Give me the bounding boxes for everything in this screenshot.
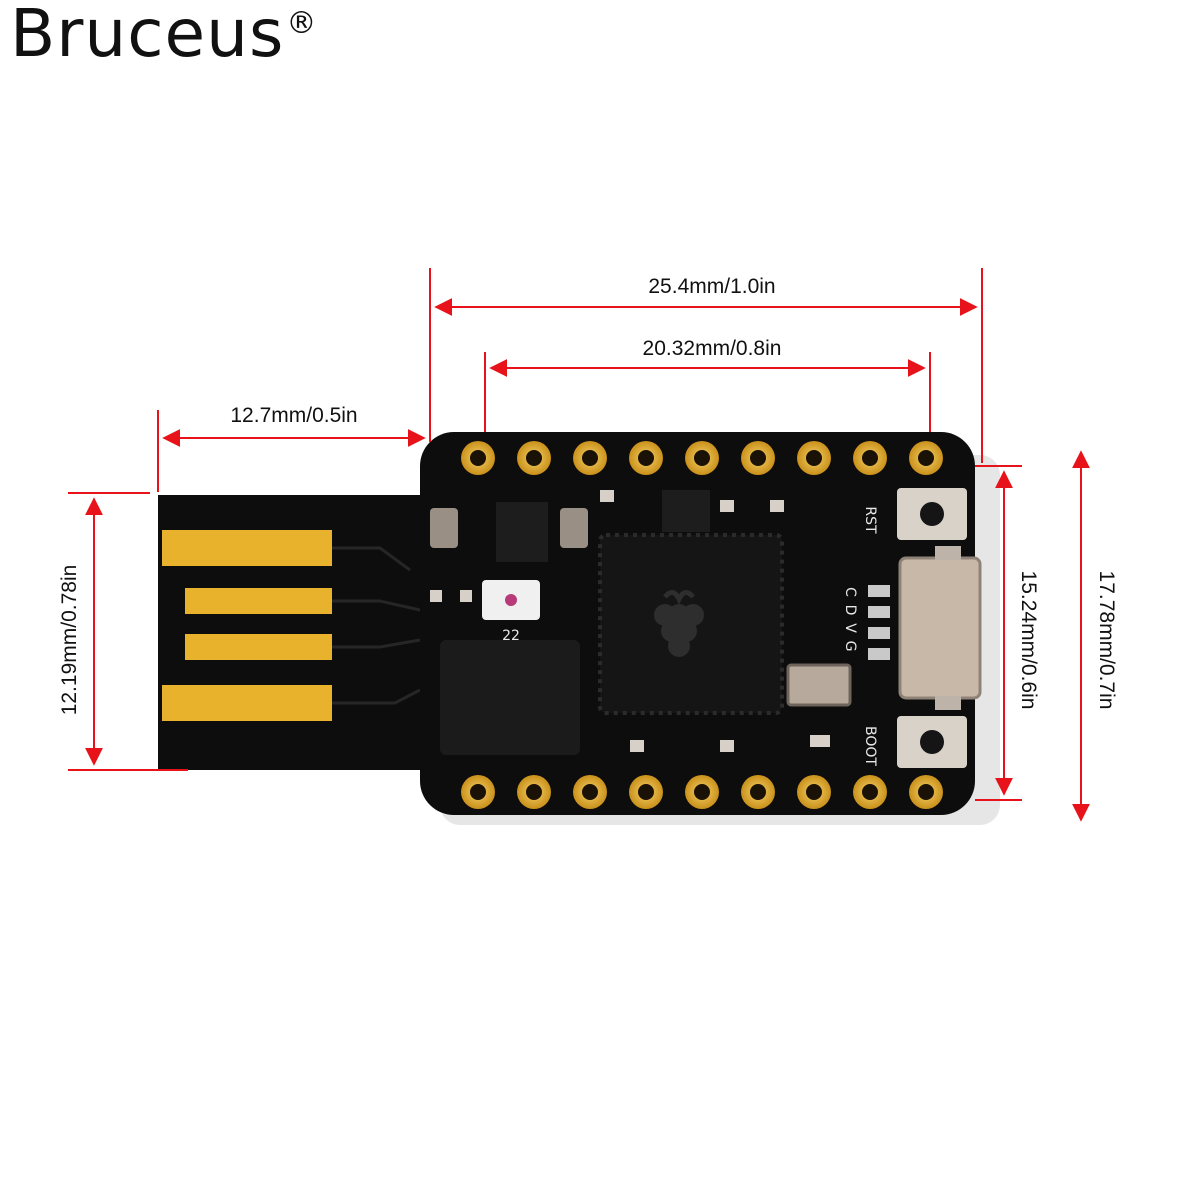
resistor <box>810 735 830 747</box>
usb-contact <box>162 685 332 721</box>
gpio-pin-hole <box>918 784 934 800</box>
gpio-pin-hole <box>806 784 822 800</box>
usb-contacts <box>162 530 332 721</box>
side-pad <box>868 585 890 597</box>
gpio-pin-hole <box>526 450 542 466</box>
smd-components <box>430 490 852 752</box>
usb-c-connector <box>898 556 982 700</box>
gpio-pin-hole <box>862 784 878 800</box>
gpio-pin-hole <box>582 784 598 800</box>
gpio-pin-hole <box>806 450 822 466</box>
raspberry-logo-icon <box>654 590 704 657</box>
capacitor <box>430 508 458 548</box>
registered-mark: ® <box>286 6 318 41</box>
gpio-pin-hole <box>526 784 542 800</box>
gpio-pin-hole <box>470 450 486 466</box>
side-pin-labels: C D V G <box>842 585 890 660</box>
gpio-pin-hole <box>470 784 486 800</box>
regulator-chip <box>496 502 548 562</box>
brand-name: Bruceus <box>10 0 285 72</box>
transistor <box>662 490 710 532</box>
boot-label: BOOT <box>862 726 878 766</box>
bottom-pin-row <box>461 775 943 809</box>
pcb-traces <box>332 546 421 705</box>
side-pad <box>868 648 890 660</box>
resistor <box>600 490 614 502</box>
resistor <box>720 500 734 512</box>
capacitor <box>560 508 588 548</box>
gpio-pin-hole <box>918 450 934 466</box>
pin-row-spacing-label: 15.24mm/0.6in <box>1017 571 1040 710</box>
overall-length-label: 25.4mm/1.0in <box>648 275 775 298</box>
side-pin-label: G <box>842 641 858 652</box>
gpio-pin-hole <box>582 450 598 466</box>
gpio-pin-hole <box>750 450 766 466</box>
resistor <box>460 590 472 602</box>
flash-chip <box>440 640 580 755</box>
boot-button-cap <box>920 730 944 754</box>
brand-logo: Bruceus® <box>10 0 317 72</box>
gpio-pin-hole <box>750 784 766 800</box>
resistor <box>720 740 734 752</box>
resistor <box>630 740 644 752</box>
resistor <box>430 590 442 602</box>
led-die <box>505 594 517 606</box>
usb-length-label: 12.7mm/0.5in <box>230 404 357 427</box>
top-pin-row <box>461 441 943 475</box>
gpio-pin-hole <box>638 450 654 466</box>
gpio-pin-hole <box>694 784 710 800</box>
board-width-label: 17.78mm/0.7in <box>1095 571 1118 710</box>
reset-label: RST <box>862 506 878 534</box>
reset-button-cap <box>920 502 944 526</box>
gpio-pin-hole <box>862 450 878 466</box>
crystal-oscillator <box>786 663 852 707</box>
pin-span-label: 20.32mm/0.8in <box>643 337 782 360</box>
connector-tab <box>935 546 961 560</box>
usb-width-label: 12.19mm/0.78in <box>58 565 81 716</box>
resistor <box>770 500 784 512</box>
gpio-pin-hole <box>694 450 710 466</box>
side-pin-label: V <box>842 623 858 633</box>
usb-contact <box>185 634 332 660</box>
usb-contact <box>185 588 332 614</box>
side-pin-label: D <box>842 605 858 616</box>
usb-contact <box>162 530 332 566</box>
gpio-pin-hole <box>638 784 654 800</box>
side-pad <box>868 627 890 639</box>
side-pad <box>868 606 890 618</box>
side-pin-label: C <box>842 587 858 597</box>
dimension-lines <box>68 268 1090 822</box>
connector-tab <box>935 696 961 710</box>
